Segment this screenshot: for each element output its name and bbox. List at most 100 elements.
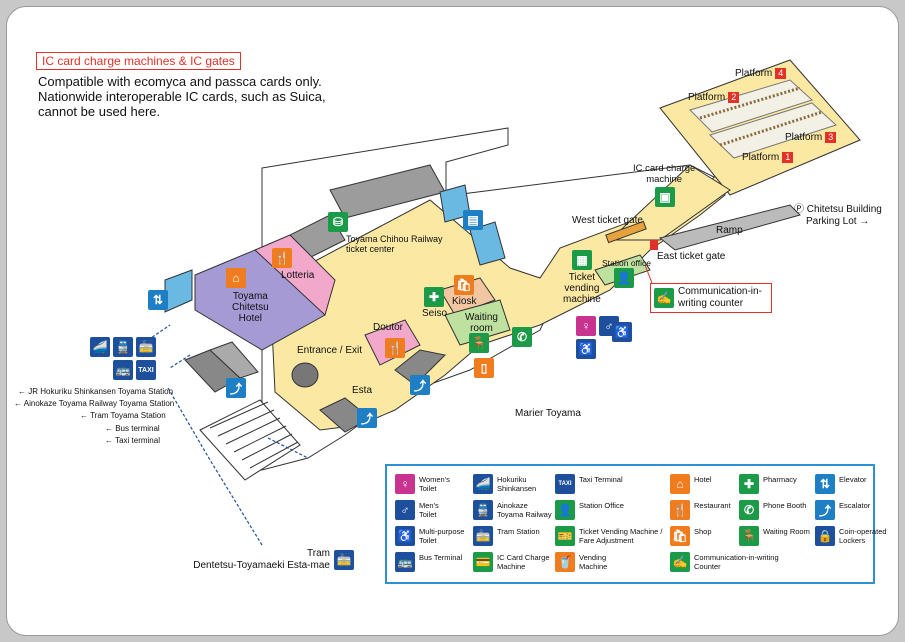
direction-shinkansen: ← JR Hokuriku Shinkansen Toyama Station — [18, 387, 174, 396]
accessible-icon: ♿ — [612, 322, 632, 342]
escalator-left-icon: ⤴ — [226, 378, 246, 398]
note-line: cannot be used here. — [38, 104, 161, 119]
legend-item: 👤Station Office — [555, 500, 673, 522]
legend-label: Waiting Room — [763, 527, 810, 536]
communication-counter-box: ✍ Communication-in-writing counter — [650, 283, 772, 313]
legend-item: 🚌Bus Terminal — [395, 552, 513, 574]
restaurant-icon: 🍴 — [272, 248, 292, 268]
legend-label: Taxi Terminal — [579, 475, 623, 484]
railway-icon: 🚆 — [113, 337, 133, 357]
doutor-restaurant-icon: 🍴 — [385, 338, 405, 358]
escalator-left — [184, 341, 259, 393]
coin-locker-icon: ▤ — [463, 210, 483, 230]
east-gate-label: East ticket gate — [657, 251, 726, 262]
communication-counter-icon: ✍ — [654, 288, 674, 308]
pharmacy-icon: ✚ — [739, 474, 759, 494]
elevator-right — [469, 221, 506, 266]
legend-label: Ticket Vending Machine /Fare Adjustment — [579, 527, 663, 545]
womens-toilet-icon: ♀ — [576, 316, 596, 336]
ramp-label: Ramp — [716, 225, 743, 236]
legend-item: ⤴ Escalator — [815, 500, 905, 522]
elevator-left — [164, 269, 193, 313]
legend-label: Restaurant — [694, 501, 731, 510]
bus-icon: 🚌 — [113, 360, 133, 380]
esta-label: Esta — [352, 385, 373, 396]
shinkansen-icon: 🚄 — [90, 337, 110, 357]
elevator-icon: ⇅ — [815, 474, 835, 494]
direction-taxi: ← Taxi terminal — [105, 436, 160, 445]
ic-card-charge-icon: 💳 — [473, 552, 493, 572]
legend-label: Hotel — [694, 475, 712, 484]
multipurpose-toilet-icon: ♿ — [395, 526, 415, 546]
legend-item: 🚋Tram Station — [473, 526, 591, 548]
escalator-icon: ⤴ — [410, 375, 430, 395]
lotteria-label: Lotteria — [281, 270, 315, 281]
shop-icon: 🛍 — [454, 275, 474, 295]
direction-tram: ← Tram Toyama Station — [80, 411, 166, 420]
legend-item: 🎫Ticket Vending Machine /Fare Adjustment — [555, 526, 673, 548]
stairs-left — [199, 399, 301, 481]
bus-terminal-icon: 🚌 — [395, 552, 415, 572]
waiting-room-icon: 🪑 — [739, 526, 759, 546]
phone-booth-icon: ✆ — [739, 500, 759, 520]
taxi-icon: TAXI — [555, 474, 575, 494]
legend-label: Tram Station — [497, 527, 540, 536]
east-gate-marker — [650, 240, 658, 250]
ramp — [658, 204, 801, 251]
coin-locker-icon: 🔒 — [815, 526, 835, 546]
multipurpose-toilet-icon: ♿ — [576, 339, 596, 359]
ic-card-charge-icon: ▣ — [655, 187, 675, 207]
legend-item: ✚Pharmacy — [739, 474, 857, 496]
marier-toyama-label: Marier Toyama — [515, 408, 581, 419]
legend-item: 🛍 Shop — [670, 526, 788, 548]
station-office-icon: 👤 — [614, 268, 634, 288]
vending-machine-icon: ▯ — [474, 358, 494, 378]
legend-item: ⌂Hotel — [670, 474, 788, 496]
doutor-label: Doutor — [373, 322, 404, 333]
legend-item: 🪑 Waiting Room — [739, 526, 857, 548]
waiting-room-icon: 🪑 — [469, 333, 489, 353]
pillar — [291, 362, 319, 388]
legend-label: Phone Booth — [763, 501, 807, 510]
communication-label: Communication-in-writing counter — [678, 286, 762, 309]
kiosk-label: Kiosk — [452, 296, 477, 307]
womens-toilet-icon: ♀ — [395, 474, 415, 494]
escalator-icon: ⤴ — [815, 500, 835, 520]
ticket-vending-machine-icon: ▦ — [572, 250, 592, 270]
legend-label: Shop — [694, 527, 712, 536]
tram-icon: 🚋 — [136, 337, 156, 357]
escalator-center — [394, 349, 447, 386]
direction-ainokaze: ← Ainokaze Toyama Railway Toyama Station — [14, 399, 175, 408]
taxi-icon: TAXI — [136, 360, 156, 380]
escalator-esta-icon: ⤴ — [357, 408, 377, 428]
note-line: Compatible with ecomyca and passca cards… — [38, 74, 322, 89]
legend-label: Escalator — [839, 501, 871, 510]
legend-label: Station Office — [579, 501, 624, 510]
station-office-label: Station office — [602, 258, 651, 268]
shop-icon: 🛍 — [670, 526, 690, 546]
